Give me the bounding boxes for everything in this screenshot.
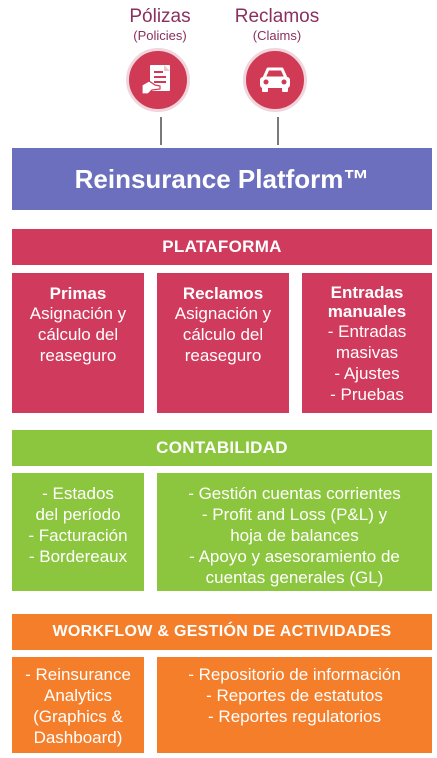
contabilidad-header-label: CONTABILIDAD	[156, 438, 288, 457]
entradas-line-4: - Pruebas	[330, 385, 404, 404]
plataforma-header-label: PLATAFORMA	[162, 237, 282, 256]
contabilidad-right-box: - Gestión cuentas corrientes - Profit an…	[157, 473, 432, 591]
workflow-header-label: WORKFLOW & GESTIÓN DE ACTIVIDADES	[52, 623, 392, 640]
workflow-left-line-4: Dashboard)	[33, 728, 123, 747]
entradas-line-1: - Entradas	[327, 322, 407, 341]
contabilidad-left-line-4: - Bordereaux	[28, 547, 128, 566]
primas-line-2: cálculo del	[37, 325, 119, 344]
policy-document-hand-icon	[126, 48, 190, 112]
primas-title: Primas	[49, 284, 107, 303]
entradas-manuales-title: Entradas manuales	[327, 283, 407, 321]
contabilidad-right-line-2: - Profit and Loss (P&L) y	[201, 505, 388, 524]
workflow-right-line-2: - Reportes de estatutos	[206, 686, 383, 705]
workflow-right-box: - Repositorio de información - Reportes …	[157, 657, 432, 753]
workflow-left-line-3: (Graphics &	[33, 707, 123, 726]
workflow-header: WORKFLOW & GESTIÓN DE ACTIVIDADES	[12, 614, 432, 650]
claims-title: Reclamos	[234, 6, 320, 27]
contabilidad-right-line-1: - Gestión cuentas corrientes	[188, 484, 401, 503]
contabilidad-header: CONTABILIDAD	[12, 430, 432, 466]
claims-subtitle: (Claims)	[252, 28, 302, 43]
policies-label: Pólizas (Policies)	[95, 6, 225, 43]
contabilidad-left-box: - Estados del período - Facturación - Bo…	[12, 473, 144, 591]
contabilidad-right-line-3: hoja de balances	[230, 526, 359, 545]
workflow-left-line-1: - Reinsurance	[25, 665, 131, 684]
reclamos-line-1: Asignación y	[174, 304, 272, 323]
workflow-left-line-2: Analytics	[43, 686, 113, 705]
connector-line-claims	[277, 117, 279, 145]
contabilidad-left-line-3: - Facturación	[28, 526, 128, 545]
entradas-manuales-box: Entradas manuales - Entradas masivas - A…	[302, 273, 432, 413]
reclamos-title: Reclamos	[182, 284, 264, 303]
policies-title: Pólizas	[129, 6, 191, 27]
plataforma-header: PLATAFORMA	[12, 229, 432, 265]
reclamos-box: Reclamos Asignación y cálculo del reaseg…	[157, 273, 289, 413]
workflow-right-line-1: - Repositorio de información	[188, 665, 401, 684]
claims-label: Reclamos (Claims)	[212, 6, 342, 43]
platform-banner: Reinsurance Platform™	[12, 148, 432, 210]
contabilidad-left-line-1: - Estados	[42, 484, 114, 503]
connector-line-policies	[160, 117, 162, 145]
entradas-line-3: - Ajustes	[334, 364, 400, 383]
reclamos-line-3: reaseguro	[184, 346, 262, 365]
contabilidad-right-line-5: cuentas generales (GL)	[205, 568, 384, 587]
car-icon	[243, 48, 307, 112]
contabilidad-left-line-2: del período	[35, 505, 121, 524]
primas-line-1: Asignación y	[29, 304, 127, 323]
workflow-right-line-3: - Reportes regulatorios	[208, 707, 381, 726]
platform-title: Reinsurance Platform™	[74, 163, 370, 194]
primas-box: Primas Asignación y cálculo del reasegur…	[12, 273, 144, 413]
reclamos-line-2: cálculo del	[182, 325, 264, 344]
entradas-line-2: masivas	[335, 343, 399, 362]
policies-subtitle: (Policies)	[133, 28, 187, 43]
primas-line-3: reaseguro	[39, 346, 117, 365]
workflow-left-box: - Reinsurance Analytics (Graphics & Dash…	[12, 657, 144, 753]
contabilidad-right-line-4: - Apoyo y asesoramiento de	[189, 547, 400, 566]
